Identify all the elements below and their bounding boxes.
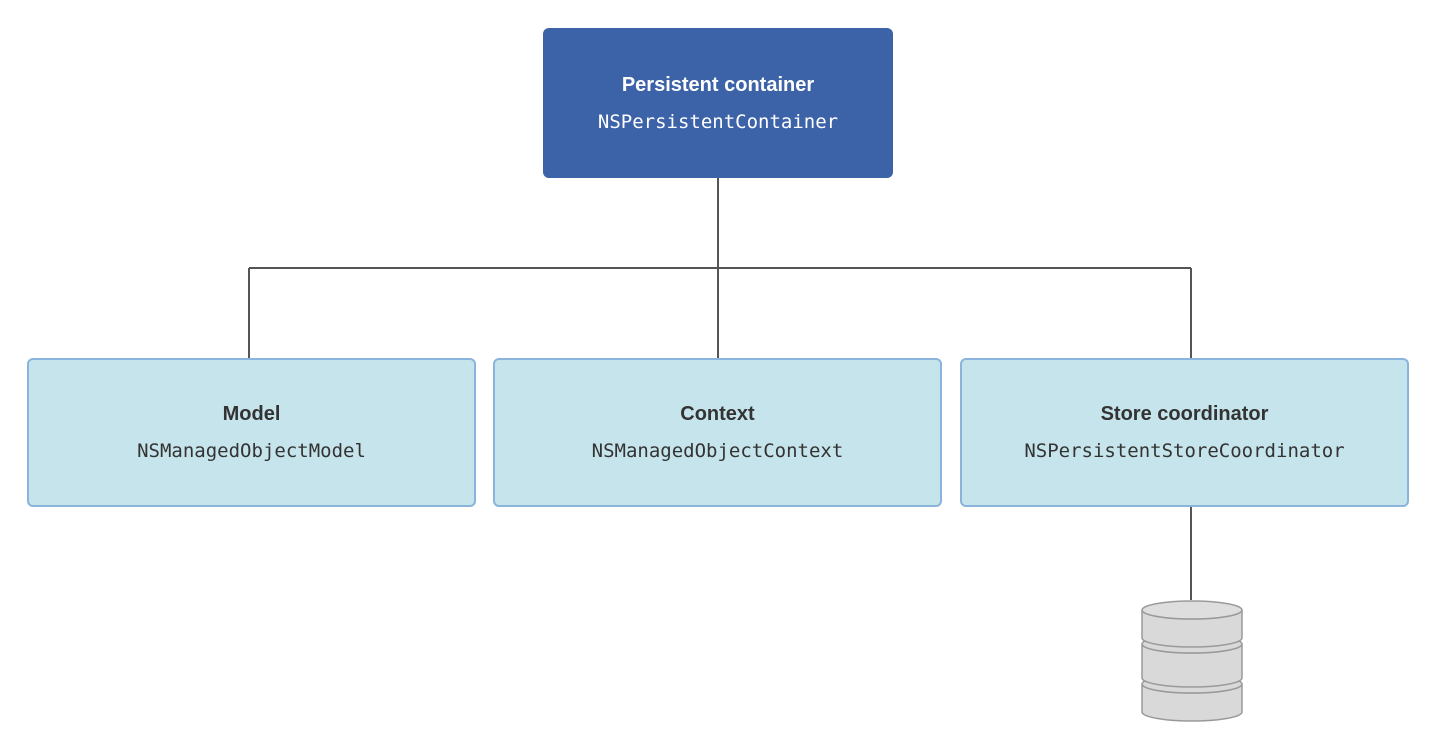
store-coordinator-title: Store coordinator xyxy=(1100,403,1269,425)
context-node: Context NSManagedObjectContext xyxy=(493,358,942,507)
context-title: Context xyxy=(680,403,755,425)
model-node: Model NSManagedObjectModel xyxy=(27,358,476,507)
persistent-container-class: NSPersistentContainer xyxy=(597,110,839,133)
database-icon xyxy=(1141,600,1243,722)
database-segment-top-cap xyxy=(1141,600,1243,620)
store-coordinator-class: NSPersistentStoreCoordinator xyxy=(1024,440,1345,462)
model-title: Model xyxy=(222,403,281,425)
persistent-container-node: Persistent container NSPersistentContain… xyxy=(543,28,893,178)
model-class: NSManagedObjectModel xyxy=(137,440,366,462)
context-class: NSManagedObjectContext xyxy=(591,440,844,462)
persistent-container-title: Persistent container xyxy=(621,73,815,96)
store-coordinator-node: Store coordinator NSPersistentStoreCoord… xyxy=(960,358,1409,507)
